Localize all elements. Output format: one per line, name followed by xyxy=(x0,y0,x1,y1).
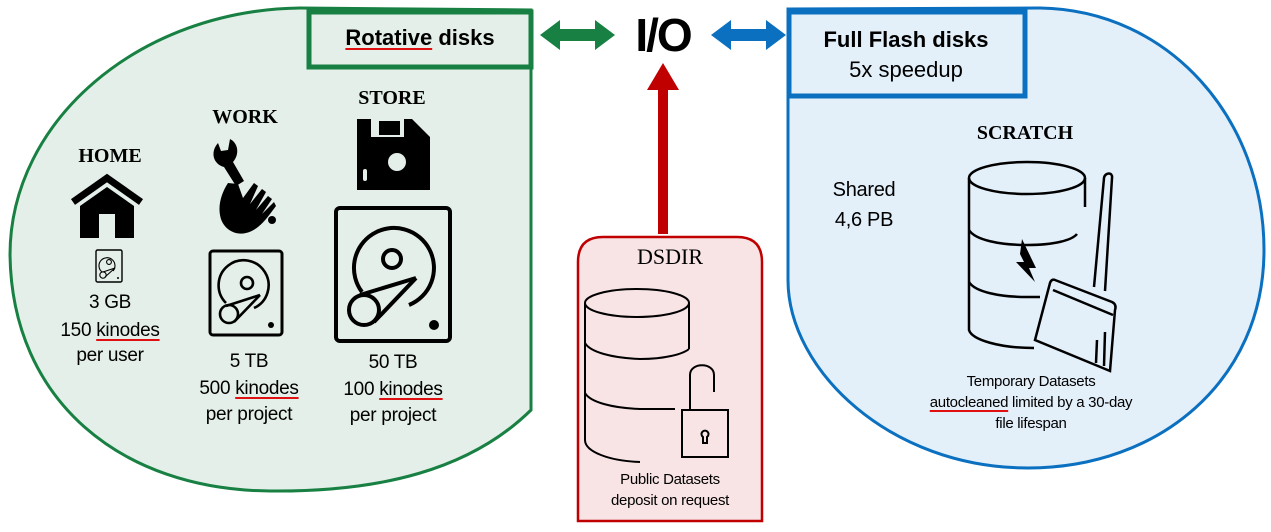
store-inodes-word: kinodes xyxy=(379,379,443,400)
rotative-title-word1: Rotative xyxy=(345,25,433,50)
work-inodes: 500 kinodes xyxy=(199,376,298,402)
scratch-size: 4,6 PB xyxy=(834,209,894,231)
store-label: STORE xyxy=(358,87,426,109)
work-inodes-num: 500 xyxy=(199,378,231,399)
home-inodes-word: kinodes xyxy=(96,320,160,341)
hard-disk-icon-work xyxy=(208,249,284,337)
database-unlocked-icon xyxy=(584,288,729,463)
hard-disk-icon-store xyxy=(334,206,452,343)
flash-title: Full Flash disks xyxy=(823,27,989,52)
home-label: HOME xyxy=(78,145,142,167)
hard-disk-icon-home xyxy=(95,249,123,283)
scratch-desc-underlined: autocleaned xyxy=(929,394,1009,411)
work-size: 5 TB xyxy=(229,351,269,372)
house-icon xyxy=(70,173,144,238)
flash-subtitle: 5x speedup xyxy=(849,57,963,82)
dsdir-label: DSDIR xyxy=(636,244,704,269)
store-size: 50 TB xyxy=(368,352,418,373)
io-label: I/O xyxy=(635,9,692,61)
scratch-desc-line1: Temporary Datasets xyxy=(966,373,1096,390)
home-size: 3 GB xyxy=(88,292,132,313)
dsdir-desc-line1: Public Datasets xyxy=(620,471,720,488)
rotative-title-box xyxy=(306,9,534,70)
double-arrow-blue xyxy=(711,20,786,50)
rotative-title-word2: disks xyxy=(438,25,495,50)
arrow-up-red xyxy=(647,63,679,234)
rotative-title: Rotative disks xyxy=(345,25,494,51)
floppy-disk-icon xyxy=(357,119,430,190)
scratch-desc-rest: limited by a 30-day xyxy=(1008,394,1133,411)
work-label: WORK xyxy=(212,106,278,128)
flash-title-box xyxy=(786,9,1028,99)
store-inodes: 100 kinodes xyxy=(343,377,442,403)
store-scope: per project xyxy=(349,405,437,426)
home-scope: per user xyxy=(76,345,144,366)
scratch-shared-label: Shared xyxy=(832,179,896,201)
work-scope: per project xyxy=(205,404,293,425)
home-inodes-num: 150 xyxy=(60,320,92,341)
database-lightning-broom-icon xyxy=(967,160,1117,373)
home-inodes: 150 kinodes xyxy=(60,318,159,344)
flash-region xyxy=(786,6,1266,470)
dsdir-box xyxy=(576,235,764,523)
wrench-hand-icon xyxy=(213,139,276,234)
work-inodes-word: kinodes xyxy=(235,378,299,399)
scratch-label: SCRATCH xyxy=(976,122,1074,144)
scratch-desc-line3: file lifespan xyxy=(995,415,1067,432)
double-arrow-green xyxy=(540,20,615,50)
store-inodes-num: 100 xyxy=(343,379,375,400)
dsdir-desc-line2: deposit on request xyxy=(610,492,730,509)
scratch-desc-line2: autocleaned limited by a 30-day xyxy=(930,392,1133,413)
